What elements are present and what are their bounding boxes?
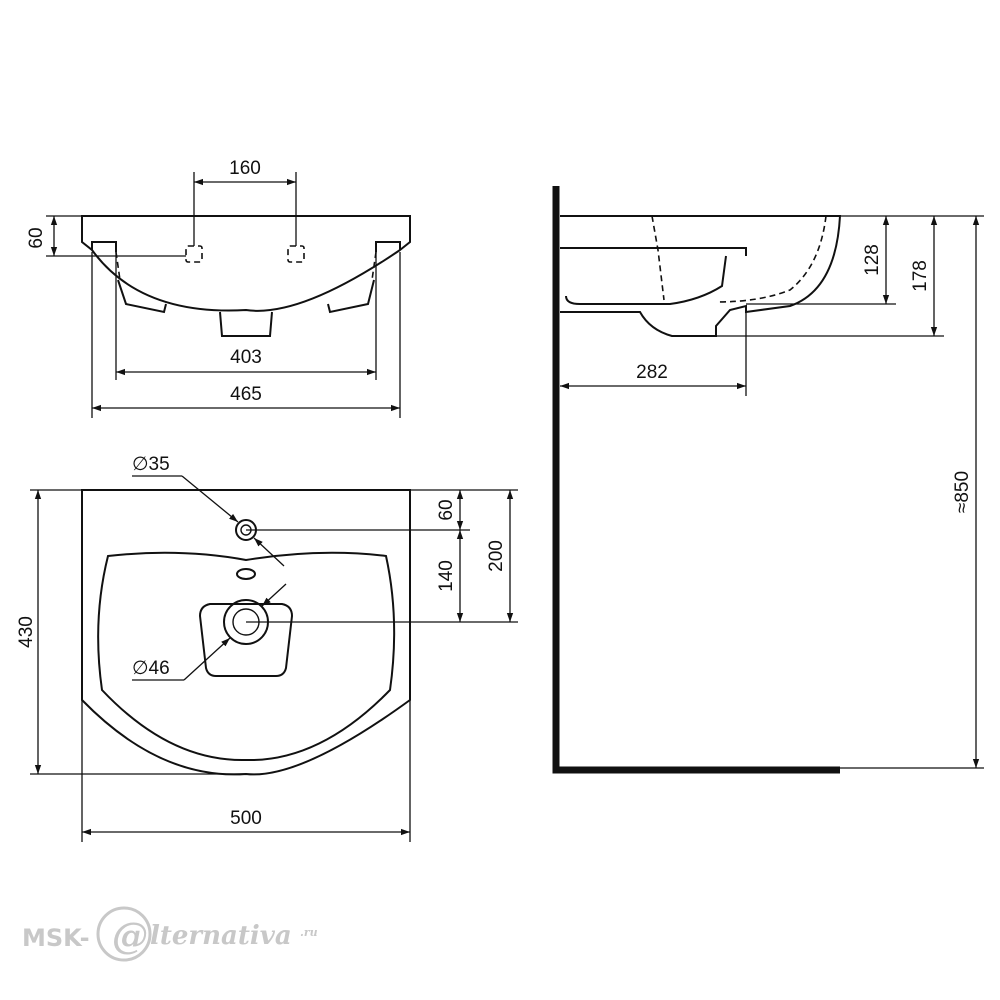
side-hidden-bowl [651, 215, 665, 301]
watermark-at-symbol: @ [112, 915, 148, 957]
dim-rim-height: 60 [26, 227, 47, 248]
front-basin-outline [81, 215, 411, 312]
dim-width: 500 [230, 808, 262, 829]
dim-inner-width: 403 [230, 347, 262, 368]
side-inner-rim [560, 247, 747, 256]
side-view: 128 178 ≈850 282 [552, 186, 984, 774]
front-left-foot [117, 279, 167, 314]
watermark-prefix: MSK- [22, 924, 90, 952]
dim-total-height: 178 [910, 260, 931, 292]
watermark-suffix: lternativa [150, 921, 292, 951]
dim-projection: 282 [636, 362, 668, 383]
watermark-logo: MSK- @ lternativa .ru [22, 906, 318, 962]
drain-recess [198, 603, 294, 677]
front-view: 160 60 403 465 [26, 158, 411, 418]
top-bowl-outline [97, 551, 396, 762]
front-tap-hole-left [185, 245, 203, 263]
dim-outer-width: 465 [230, 384, 262, 405]
top-outer-outline [81, 489, 411, 776]
wall-and-floor [552, 186, 840, 774]
dim-bowl-depth: 128 [862, 244, 883, 276]
overflow-slot [236, 568, 256, 580]
dim-tap-offset: 60 [436, 499, 457, 520]
top-view: ∅35 ∅46 60 140 200 430 500 [16, 454, 518, 842]
watermark-domain: .ru [300, 926, 318, 939]
dim-tap-hole-diameter: ∅35 [132, 454, 170, 475]
dim-drain-diameter: ∅46 [132, 658, 170, 679]
leader-35 [181, 475, 239, 523]
front-right-hidden-wall [371, 251, 377, 281]
leader-46 [183, 637, 231, 681]
watermark-at-ring [96, 906, 152, 962]
dim-tap-to-drain: 140 [436, 560, 457, 592]
front-right-ledge [375, 241, 401, 252]
front-left-hidden-wall [115, 251, 121, 281]
side-hidden-curve [715, 215, 827, 303]
front-drain-foot [219, 311, 273, 337]
dim-depth: 430 [16, 616, 37, 648]
dim-tap-spacing: 160 [229, 158, 261, 179]
front-left-ledge [91, 241, 117, 252]
front-right-foot [327, 279, 375, 314]
side-basin-outline [560, 215, 842, 337]
front-tap-hole-right [287, 245, 305, 263]
dim-back-to-drain: 200 [486, 540, 507, 572]
dim-install-height: ≈850 [952, 471, 973, 513]
side-bowl-curve [565, 255, 727, 305]
